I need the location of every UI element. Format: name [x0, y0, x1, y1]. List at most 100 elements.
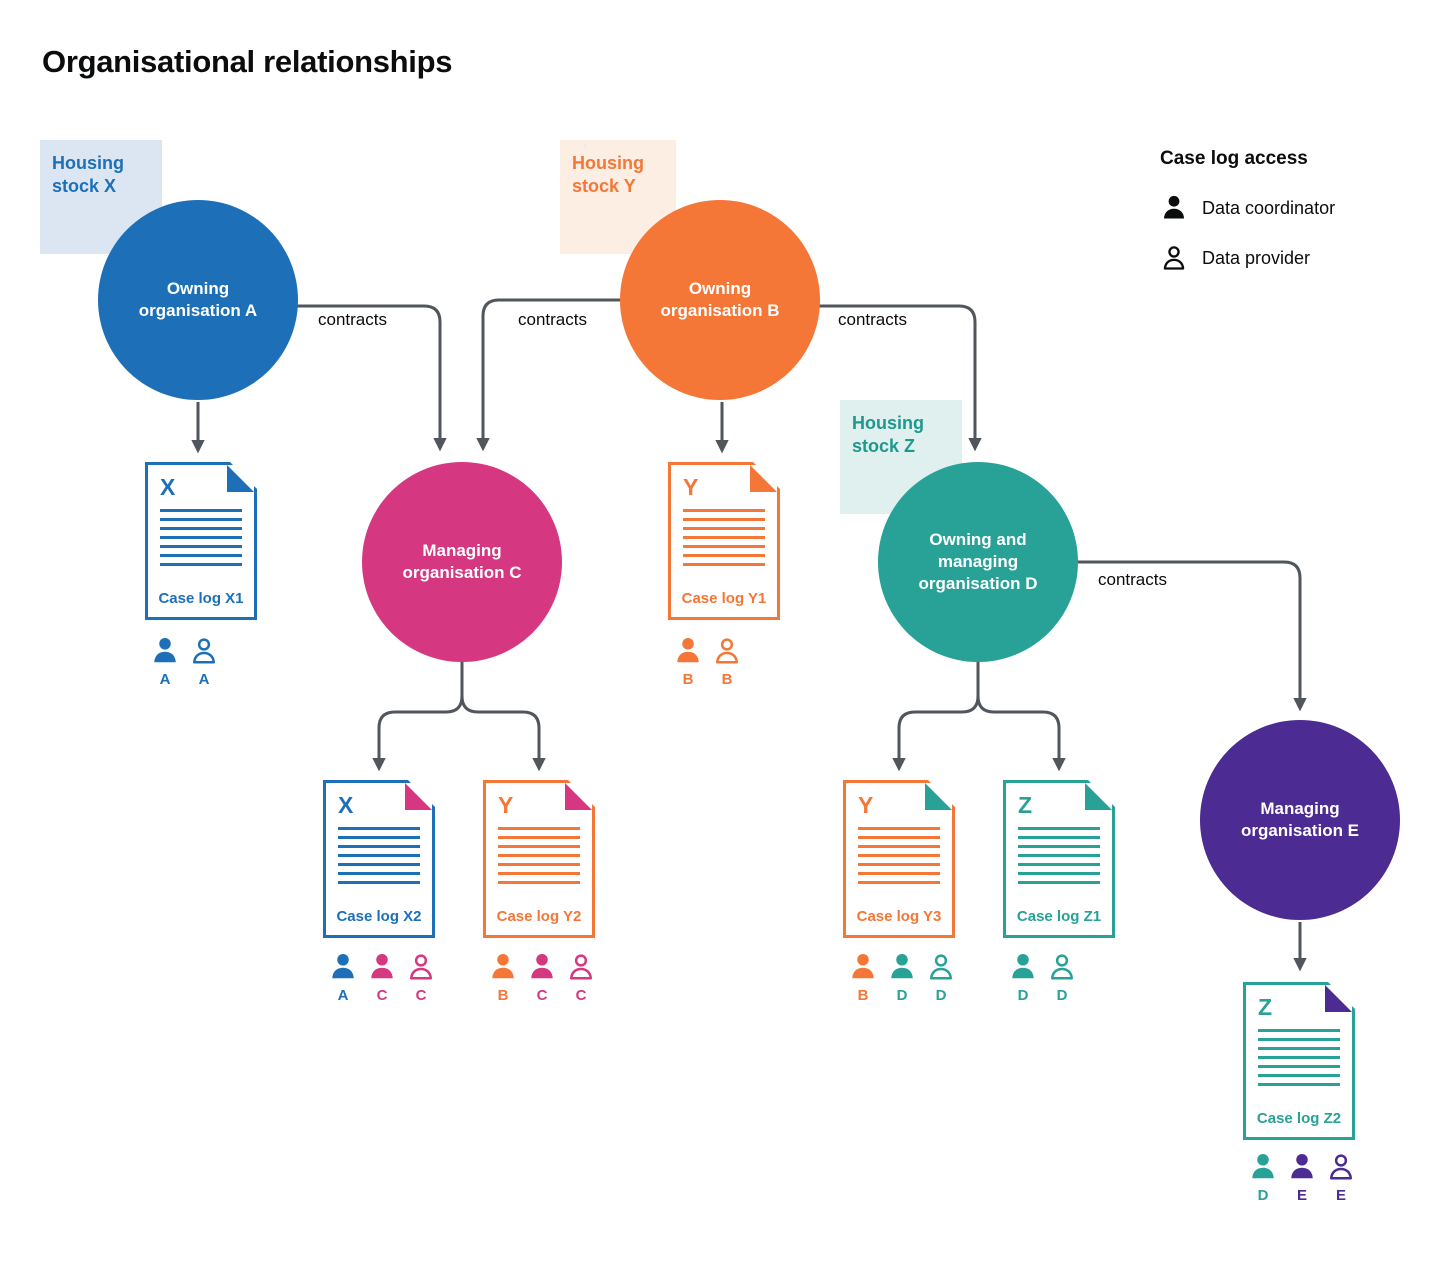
- org-node-owning-b: Owning organisation B: [620, 200, 820, 400]
- access-org-letter: C: [415, 987, 427, 1004]
- org-label: Owning organisation B: [660, 278, 780, 320]
- case-log-label: Case log X2: [336, 908, 422, 925]
- access-org-letter: C: [575, 987, 587, 1004]
- arrow-d-to-caselog-y3: [892, 660, 980, 772]
- contracts-label-b-c: contracts: [518, 310, 587, 329]
- case-log-label: Case log Z1: [1016, 908, 1102, 925]
- arrow-b-to-org-d: [818, 304, 982, 452]
- person-filled-icon: [887, 952, 917, 982]
- case-log-x1-document: X Case log X1: [145, 462, 257, 620]
- housing-stock-y-label: Housing stock Y: [560, 140, 676, 254]
- legend-item-data-provider: Data provider: [1160, 244, 1335, 272]
- case-log-z1-document: Z Case log Z1: [1003, 780, 1115, 938]
- org-label: Owning and managing organisation D: [918, 529, 1038, 594]
- document-text-lines: [1018, 827, 1100, 884]
- data-coordinator-person: C: [367, 952, 397, 1004]
- org-label: Owning organisation A: [138, 278, 258, 320]
- contracts-label-b-d: contracts: [838, 310, 907, 329]
- data-coordinator-person: C: [527, 952, 557, 1004]
- data-coordinator-person: B: [673, 636, 703, 688]
- case-log-y1-document: Y Case log Y1: [668, 462, 780, 620]
- person-outline-icon: [1047, 952, 1077, 982]
- person-filled-icon: [1287, 1152, 1317, 1182]
- access-org-letter: B: [682, 671, 694, 688]
- person-outline-icon: [406, 952, 436, 982]
- case-log-z2-document: Z Case log Z2: [1243, 982, 1355, 1140]
- data-coordinator-person: A: [150, 636, 180, 688]
- access-org-letter: A: [159, 671, 171, 688]
- access-org-letter: D: [935, 987, 947, 1004]
- access-org-letter: A: [337, 987, 349, 1004]
- data-provider-person: D: [926, 952, 956, 1004]
- legend-item-data-coordinator: Data coordinator: [1160, 194, 1335, 222]
- org-node-managing-e: Managing organisation E: [1200, 720, 1400, 920]
- data-coordinator-person: D: [887, 952, 917, 1004]
- case-log-y1-access-row: B B: [668, 636, 792, 688]
- case-log-letter: X: [160, 474, 176, 500]
- document-text-lines: [1258, 1029, 1340, 1086]
- access-org-letter: D: [1017, 987, 1029, 1004]
- person-filled-icon: [1248, 1152, 1278, 1182]
- person-outline-icon: [1326, 1152, 1356, 1182]
- contracts-label-a-c: contracts: [318, 310, 387, 329]
- contracts-label-d-e: contracts: [1098, 570, 1167, 589]
- person-outline-icon: [926, 952, 956, 982]
- access-org-letter: D: [896, 987, 908, 1004]
- case-log-letter: Z: [1018, 792, 1033, 818]
- person-filled-icon: [328, 952, 358, 982]
- case-log-letter: X: [338, 792, 354, 818]
- case-log-x2-access-row: A C C: [323, 952, 447, 1004]
- person-outline-icon: [566, 952, 596, 982]
- data-coordinator-person: E: [1287, 1152, 1317, 1204]
- access-org-letter: B: [857, 987, 869, 1004]
- case-log-letter: Y: [683, 474, 699, 500]
- case-log-access-legend: Case log access Data coordinator Data pr…: [1160, 148, 1335, 294]
- person-filled-icon: [527, 952, 557, 982]
- org-node-owning-a: Owning organisation A: [98, 200, 298, 400]
- access-org-letter: C: [536, 987, 548, 1004]
- person-outline-icon: [189, 636, 219, 666]
- data-coordinator-person: D: [1248, 1152, 1278, 1204]
- case-log-label: Case log Y1: [681, 590, 767, 607]
- data-provider-person: C: [566, 952, 596, 1004]
- case-log-label: Case log X1: [158, 590, 244, 607]
- case-log-label: Case log Y3: [856, 908, 942, 925]
- case-log-y2-document: Y Case log Y2: [483, 780, 595, 938]
- arrow-b-to-org-c: [476, 298, 624, 452]
- person-filled-icon: [673, 636, 703, 666]
- org-node-owning-managing-d: Owning and managing organisation D: [878, 462, 1078, 662]
- data-provider-person: B: [712, 636, 742, 688]
- case-log-letter: Z: [1258, 994, 1273, 1020]
- access-org-letter: E: [1296, 1187, 1307, 1204]
- case-log-y3-access-row: B D D: [843, 952, 967, 1004]
- person-filled-icon: [1008, 952, 1038, 982]
- access-org-letter: B: [721, 671, 733, 688]
- data-provider-person: C: [406, 952, 436, 1004]
- page-title: Organisational relationships: [42, 44, 453, 79]
- case-log-y2-access-row: B C C: [483, 952, 607, 1004]
- case-log-y3-document: Y Case log Y3: [843, 780, 955, 938]
- legend-title: Case log access: [1160, 148, 1308, 169]
- case-log-letter: Y: [498, 792, 514, 818]
- arrow-c-to-caselog-x2: [372, 660, 464, 772]
- data-coordinator-person: D: [1008, 952, 1038, 1004]
- person-filled-icon: [488, 952, 518, 982]
- document-text-lines: [498, 827, 580, 884]
- access-org-letter: C: [376, 987, 388, 1004]
- org-label: Managing organisation C: [402, 540, 522, 582]
- legend-item-label: Data coordinator: [1202, 197, 1336, 218]
- person-filled-icon: [848, 952, 878, 982]
- document-text-lines: [683, 509, 765, 566]
- access-org-letter: D: [1056, 987, 1068, 1004]
- data-provider-person: E: [1326, 1152, 1356, 1204]
- data-provider-person: D: [1047, 952, 1077, 1004]
- case-log-x2-document: X Case log X2: [323, 780, 435, 938]
- person-outline-icon: [712, 636, 742, 666]
- case-log-x1-access-row: A A: [145, 636, 269, 688]
- org-label: Managing organisation E: [1240, 798, 1360, 840]
- case-log-label: Case log Y2: [496, 908, 582, 925]
- case-log-z2-access-row: D E E: [1243, 1152, 1367, 1204]
- legend-item-label: Data provider: [1202, 247, 1311, 268]
